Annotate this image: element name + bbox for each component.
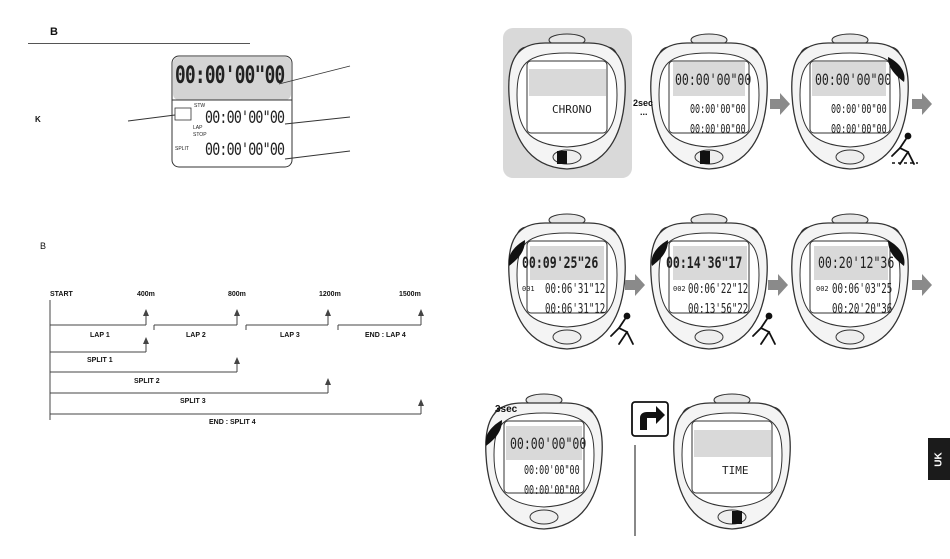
split1-label: SPLIT 1	[87, 357, 113, 364]
watch5-split: 00:13'56"22	[688, 302, 749, 317]
marker-start: START	[50, 291, 73, 298]
callout-line-main	[278, 65, 351, 85]
lap2-label: LAP 2	[186, 332, 206, 339]
marker-1500m: 1500m	[399, 291, 421, 298]
return-icon	[631, 401, 669, 437]
lap3-label: LAP 3	[280, 332, 300, 339]
arrow-up-icon	[143, 309, 149, 316]
watch4-main: 00:09'25"26	[522, 253, 599, 272]
timeline-diagram	[49, 300, 424, 420]
watch5-lap: 00:06'22"12	[688, 282, 749, 297]
timeline-section-letter: B	[40, 241, 47, 251]
marker-800m: 800m	[228, 291, 246, 298]
arrow-right-icon	[912, 93, 932, 115]
watch4-split: 00:06'31"12	[545, 302, 606, 317]
lcd-split-time: 00:00'00"00	[205, 140, 285, 160]
arrow-up-icon	[234, 357, 240, 364]
callout-line-k	[127, 114, 176, 122]
split4-label: END : SPLIT 4	[209, 419, 256, 426]
split3-label: SPLIT 3	[180, 398, 206, 405]
watch3-main: 00:00'00"00	[815, 70, 892, 89]
arrow-up-icon	[143, 337, 149, 344]
arrow-up-icon	[418, 309, 424, 316]
watch5-index: 002	[673, 285, 686, 293]
watch4-lap: 00:06'31"12	[545, 282, 606, 297]
language-tab: UK	[928, 438, 950, 480]
lcd-label-stop: STOP	[193, 132, 207, 138]
watch7-main: 00:00'00"00	[510, 434, 587, 453]
lcd-lap-time: 00:00'00"00	[205, 108, 285, 128]
lcd-top-band	[173, 57, 291, 100]
callout-line-split	[284, 150, 351, 160]
delay-3sec-label: 3sec	[495, 404, 518, 415]
arrow-right-icon	[770, 93, 790, 115]
marker-1200m: 1200m	[319, 291, 341, 298]
diagram-section-letter: B	[50, 26, 58, 38]
watch1-mode-text: CHRONO	[552, 103, 592, 116]
lap-index-box	[174, 107, 192, 121]
arrow-right-icon	[768, 274, 788, 296]
watch5-main: 00:14'36"17	[666, 253, 743, 272]
watch6-index: 002	[816, 285, 829, 293]
arrow-up-icon	[325, 309, 331, 316]
watch6-main: 00:20'12"36	[818, 253, 895, 272]
lap4-label: END : LAP 4	[365, 332, 406, 339]
delay-2sec-label: 2sec	[633, 98, 654, 108]
lcd-label-lap: LAP	[193, 125, 203, 131]
lap1-label: LAP 1	[90, 332, 110, 339]
callout-line-lap	[284, 116, 351, 125]
watch7-split: 00:00'00"00	[524, 483, 580, 497]
watch2-lap: 00:00'00"00	[690, 102, 746, 116]
delay-dots: ...	[640, 107, 648, 117]
arrow-up-icon	[325, 378, 331, 385]
lcd-label-stw: STW	[194, 103, 206, 109]
display-diagram	[127, 55, 351, 168]
arrow-right-icon	[625, 274, 645, 296]
watch8-mode-text: TIME	[722, 464, 749, 477]
language-tab-label: UK	[933, 451, 945, 467]
watch3-split: 00:00'00"00	[831, 122, 887, 136]
key-letter: K	[35, 115, 41, 124]
lcd-label-split: SPLIT	[175, 146, 189, 152]
arrow-up-icon	[234, 309, 240, 316]
watch3-lap: 00:00'00"00	[831, 102, 887, 116]
diagram-header-rule	[28, 43, 250, 44]
arrow-right-icon	[912, 274, 932, 296]
watch6-split: 00:20'20"36	[832, 302, 893, 317]
watch2-main: 00:00'00"00	[675, 70, 752, 89]
watch6-lap: 00:06'03"25	[832, 282, 893, 297]
watch4-index: 001	[522, 285, 535, 293]
marker-400m: 400m	[137, 291, 155, 298]
watch7-lap: 00:00'00"00	[524, 463, 580, 477]
lcd-main-time: 00:00'00"00	[175, 61, 285, 89]
split2-label: SPLIT 2	[134, 378, 160, 385]
watch2-split: 00:00'00"00	[690, 122, 746, 136]
arrow-up-icon	[418, 399, 424, 406]
